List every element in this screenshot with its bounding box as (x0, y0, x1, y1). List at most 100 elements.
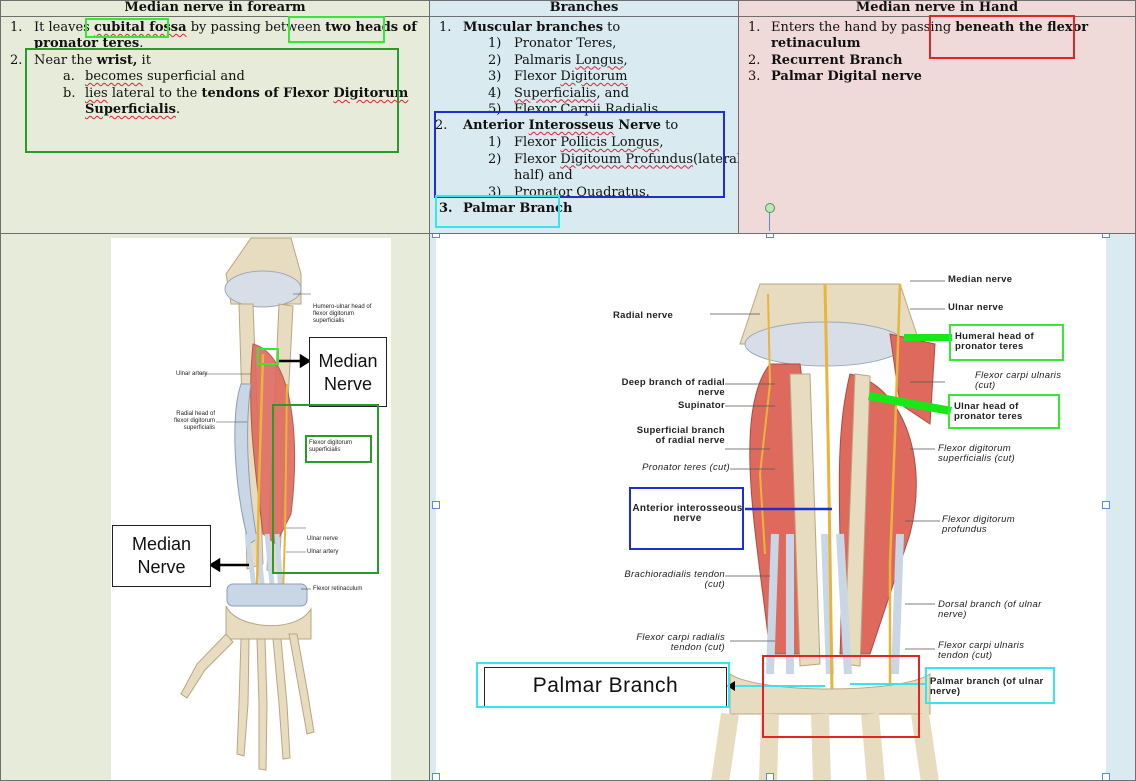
text-span: by passing between (186, 20, 326, 35)
label-ulnar-nerve-left: Ulnar nerve (307, 536, 339, 542)
ulna-bone (843, 373, 871, 667)
label-humeral-head: Humeral head of pronator teres (955, 331, 1034, 352)
text-span: becomes (85, 69, 143, 84)
left-leader-lines (201, 293, 311, 590)
header-forearm: Median nerve in forearm (1, 1, 429, 17)
branches-cell: Branches 1. Muscular branches to 1)Prona… (429, 0, 739, 234)
muscular-branches: Muscular branches (463, 20, 604, 35)
label-fdp: Flexor digitorum profundus (942, 514, 1015, 535)
resize-handle[interactable] (432, 234, 440, 238)
callout-text: Nerve (323, 374, 372, 394)
median-nerve-callout-bottom: Median Nerve (112, 525, 211, 587)
label-ulnar-artery: Ulnar artery (176, 371, 208, 377)
text-span: . (139, 36, 144, 51)
text-span: Flexor Carpii Radialis (514, 102, 659, 117)
pronator-teres: pronator teres (34, 36, 140, 51)
ulnar-nerve-line (282, 383, 288, 595)
green-arrow-humeral (904, 334, 952, 341)
text-span: Pronator Teres, (514, 36, 617, 51)
label-dorsal-branch: Dorsal branch (of ulnar nerve) (938, 599, 1042, 620)
text-span: Palmaris (514, 52, 576, 68)
list-number: 1) (488, 135, 502, 150)
resize-handle[interactable] (1102, 234, 1110, 238)
carpal-bones (225, 605, 312, 640)
forearm-anatomy-figure (111, 237, 391, 780)
superficialis: Superficialis (85, 102, 176, 117)
text-span: Enters the hand by passing (771, 20, 956, 35)
label-superficial-branch: Superficial branch of radial nerve (636, 425, 725, 446)
forearm-cell: Median nerve in forearm 1. It leaves cub… (0, 0, 430, 234)
text-span: Digitoum Profundus (560, 151, 694, 167)
right-figure-cell: Median nerve Ulnar nerve Radial nerve Hu… (429, 233, 1136, 781)
list-item: Flexor Digitorum (514, 69, 627, 86)
text-span: it (137, 53, 151, 68)
interosseus: Interosseus (528, 118, 614, 133)
list-number: 5) (488, 102, 502, 117)
text-span: Longus (575, 52, 624, 68)
tendons-text: tendons of Flexor (201, 86, 334, 101)
list-item: Flexor Pollicis Longus, (514, 135, 664, 152)
median-nerve-callout-top: Median Nerve (309, 337, 387, 407)
forearm-tendons (244, 533, 284, 595)
label-median-nerve: Median nerve (948, 274, 1013, 285)
list-item: Superficialis, and (514, 86, 629, 103)
list-number: 4) (488, 85, 502, 101)
text-span: lateral to the (107, 86, 202, 101)
median-nerve-line (823, 283, 834, 695)
radial-nerve-line (758, 293, 772, 555)
arrow-head (727, 681, 735, 691)
label-ulnar-artery-left: Ulnar artery (307, 549, 339, 555)
text-span: Near the (34, 53, 97, 68)
thumb-bone (180, 633, 234, 699)
header-hand: Median nerve in Hand (739, 1, 1135, 17)
resize-handle[interactable] (1102, 773, 1110, 780)
text-span: to (603, 20, 621, 35)
label-brachio: Brachioradialis tendon (cut) (624, 569, 725, 590)
item-number: 3. (439, 201, 453, 216)
text-span: . (175, 102, 181, 117)
resize-handle[interactable] (766, 773, 774, 780)
rotate-handle[interactable] (765, 203, 775, 213)
label-flexor-retinaculum: Flexor retinaculum (313, 586, 363, 592)
text-span: , (659, 135, 664, 150)
list-number: 1) (488, 36, 502, 51)
little-finger-bone (288, 633, 315, 735)
label-ulnar-nerve: Ulnar nerve (948, 302, 1004, 313)
ulnar-nerve-line (888, 283, 902, 694)
text-span: superficial and (142, 69, 245, 84)
text-span: Anterior (463, 118, 529, 133)
text-span: Superficialis (514, 85, 597, 101)
callout-text: Median (318, 351, 378, 371)
text-span: Pollicis Longus (560, 135, 660, 150)
item-number: 2. (10, 53, 23, 68)
text-span: Nerve (613, 118, 662, 133)
recurrent-branch: Recurrent Branch (771, 53, 903, 68)
median-nerve-line (255, 353, 265, 595)
callout-text: Anterior interosseous nerve (632, 503, 743, 524)
carpal-bones (729, 673, 931, 715)
elbow-joint (224, 270, 302, 308)
resize-handle[interactable] (766, 234, 774, 238)
resize-handle[interactable] (432, 501, 440, 509)
text-span: , (623, 52, 628, 68)
resize-handle[interactable] (432, 773, 440, 780)
two-heads: two heads of (325, 20, 417, 35)
label-ulnar-head: Ulnar head of pronator teres (954, 401, 1023, 422)
text-span: Flexor (514, 135, 561, 150)
palmar-digital-nerve: Palmar Digital nerve (771, 69, 922, 84)
label-humero-ulnar: Humero-ulnar head of flexor digitorum su… (313, 304, 372, 324)
label-deep-branch: Deep branch of radial nerve (621, 377, 725, 398)
text-span: It leaves (34, 20, 94, 35)
item-number: 2. (748, 53, 761, 68)
label-fds-right: Flexor digitorum superficialis (cut) (938, 443, 1015, 464)
left-arrows (208, 353, 312, 573)
resize-handle[interactable] (1102, 501, 1110, 509)
label-supinator: Supinator (677, 400, 725, 411)
text-span: lies (85, 86, 108, 101)
metacarpals (711, 712, 939, 780)
retinaculum: retinaculum (771, 36, 861, 51)
label-fcu: Flexor carpi ulnaris (cut) (975, 370, 1062, 391)
callout-text: Palmar Branch (532, 674, 679, 697)
list-item: Pronator Teres, (514, 36, 616, 53)
